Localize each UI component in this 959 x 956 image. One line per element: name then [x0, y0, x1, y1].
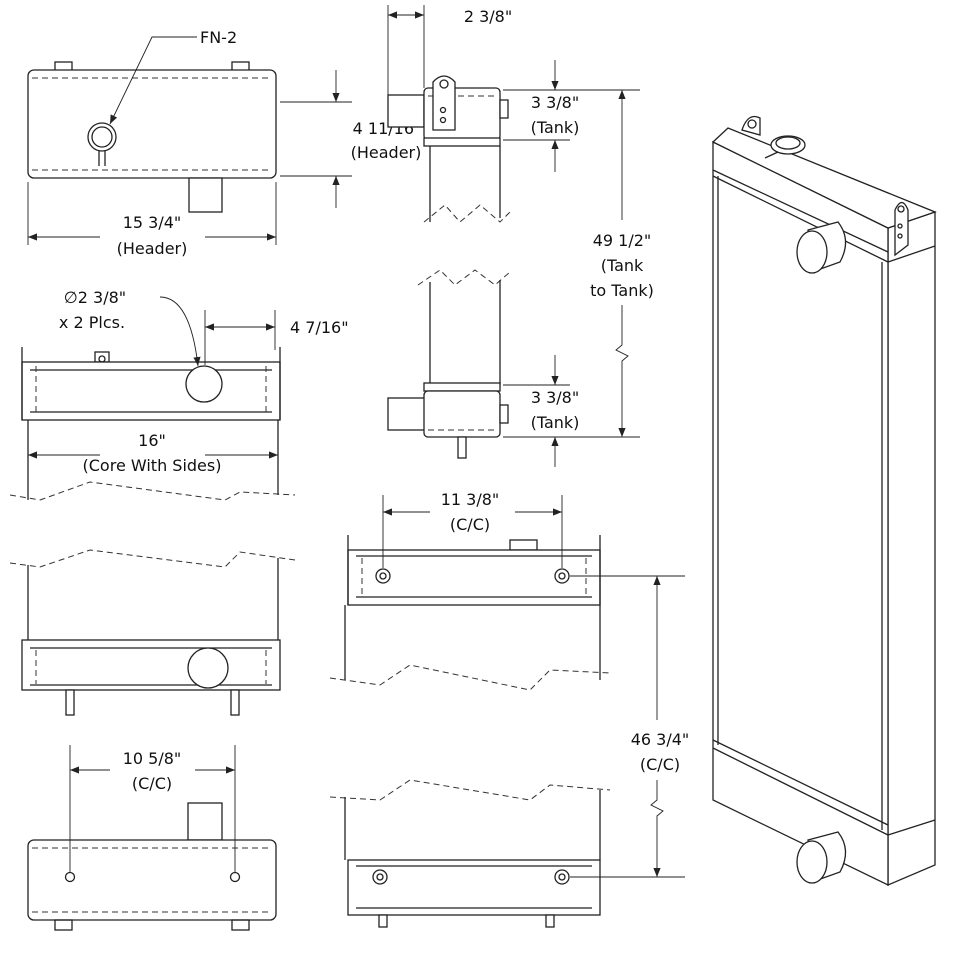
fn-label: FN-2	[200, 28, 237, 47]
iso-outlet-icon	[796, 230, 828, 274]
outlet-diameter-label: ∅2 3/8"	[64, 288, 126, 307]
core-width-label: 16"	[138, 431, 166, 450]
outlet-offset-label: 4 7/16"	[290, 318, 349, 337]
iso-filler-neck-icon	[770, 135, 806, 155]
tank-to-tank-dimension: 49 1/2" (Tank to Tank)	[503, 90, 654, 438]
tank-to-tank-note2: to Tank)	[590, 281, 654, 300]
top-header-view: FN-2 4 11/16" (Header) 15 3/4" (Header)	[27, 28, 422, 258]
header-width-label: 15 3/4"	[123, 213, 182, 232]
tank-to-tank-label: 49 1/2"	[593, 231, 652, 250]
iso-ear-icon	[741, 115, 761, 136]
header-height-note: (Header)	[351, 143, 422, 162]
mount-vertical-note: (C/C)	[640, 755, 680, 774]
rear-view: 11 3/8" (C/C) 46 3/4" (C/C)	[329, 490, 690, 928]
isometric-view	[711, 115, 937, 887]
tank-bottom-label: 3 3/8"	[531, 388, 579, 407]
mount-horizontal-note: (C/C)	[450, 515, 490, 534]
tank-to-tank-note1: (Tank	[601, 256, 644, 275]
side-view-top-tank: 2 3/8" 3 3/8" (Tank)	[387, 5, 640, 223]
bottom-holes-note: (C/C)	[132, 774, 172, 793]
header-width-note: (Header)	[117, 239, 188, 258]
tank-top-label: 3 3/8"	[531, 93, 579, 112]
bottom-holes-label: 10 5/8"	[123, 749, 182, 768]
mounting-ear-icon	[432, 75, 456, 131]
mount-vertical-label: 46 3/4"	[631, 730, 690, 749]
bottom-header-view: 10 5/8" (C/C)	[27, 745, 277, 931]
tank-top-note: (Tank)	[531, 118, 580, 137]
core-width-note: (Core With Sides)	[83, 456, 222, 475]
tank-bottom-note: (Tank)	[531, 413, 580, 432]
mount-horizontal-label: 11 3/8"	[441, 490, 500, 509]
outlet-qty-label: x 2 Plcs.	[59, 313, 125, 332]
outlet-icon	[185, 365, 223, 403]
front-view: 4 7/16" ∅2 3/8" x 2 Plcs. 16" (Core With…	[9, 288, 349, 716]
tank-offset-label: 2 3/8"	[464, 7, 512, 26]
side-view-bottom-tank: 3 3/8" (Tank)	[387, 269, 580, 467]
filler-neck-icon	[87, 122, 117, 152]
